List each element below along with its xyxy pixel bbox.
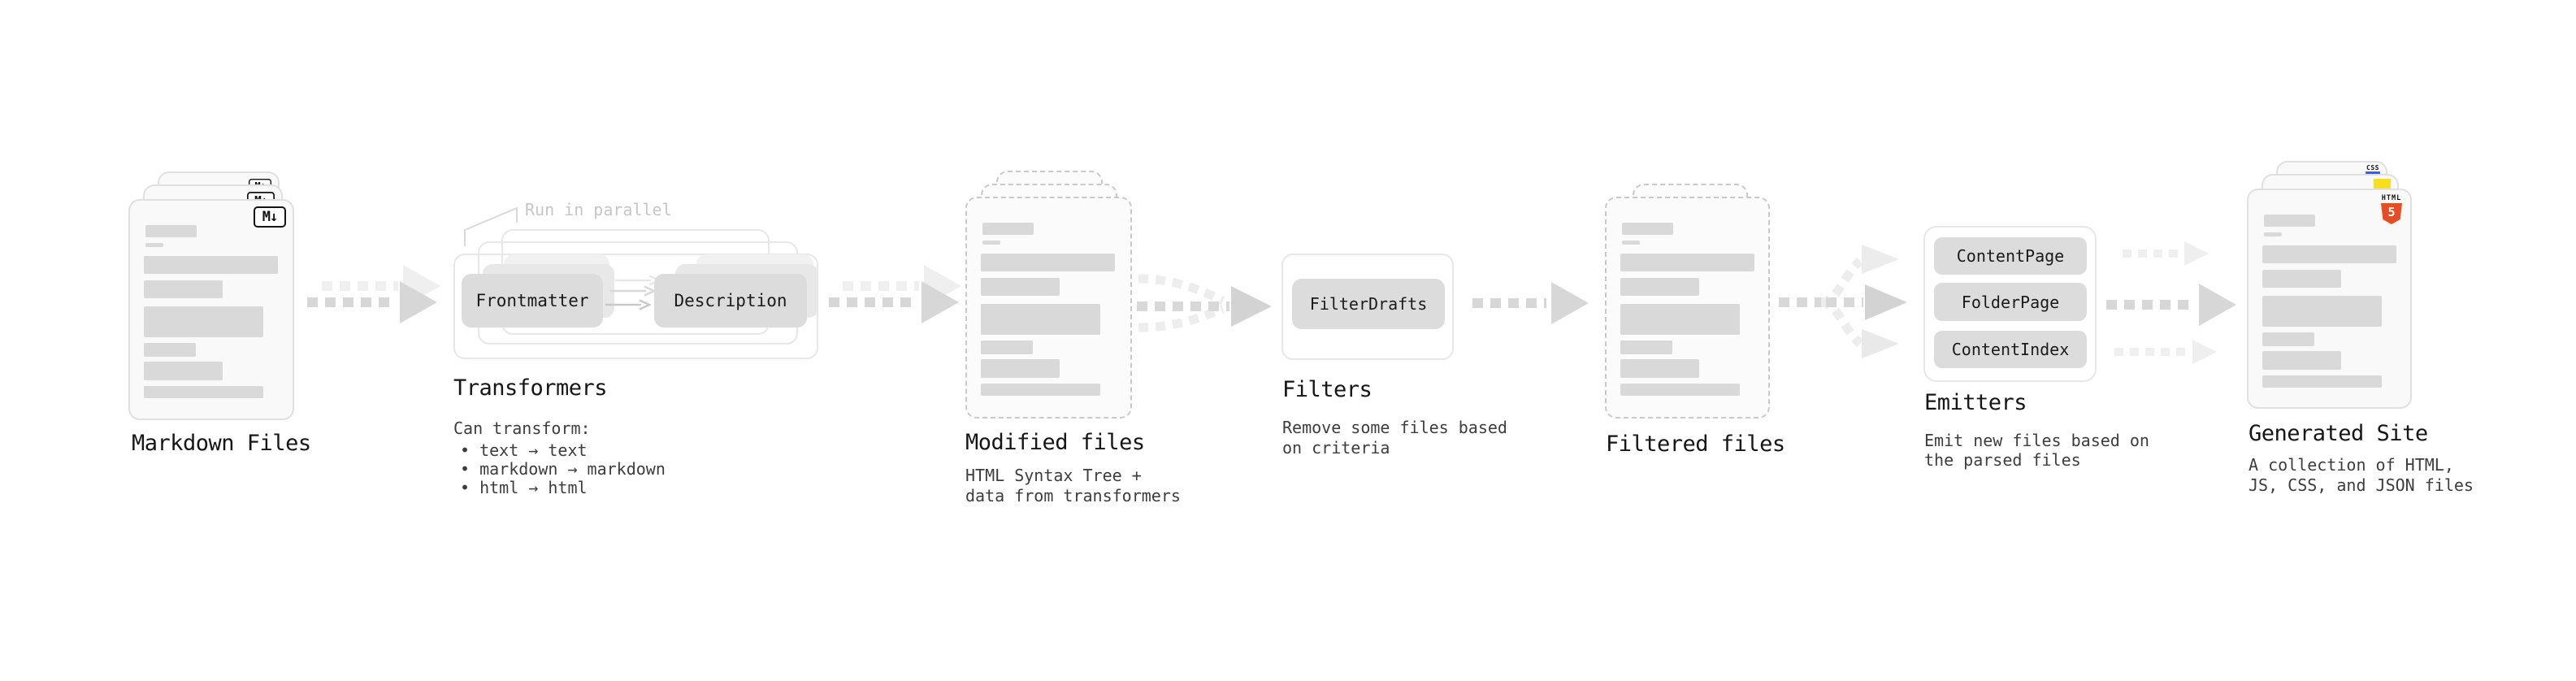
doc-line	[2264, 215, 2315, 227]
file-card-front	[1605, 197, 1770, 419]
transform-capability-item: • markdown → markdown	[460, 459, 666, 479]
doc-line	[982, 241, 1000, 245]
filters-note-line: Remove some files based	[1282, 418, 1507, 437]
contentpage-box: ContentPage	[1934, 237, 2087, 275]
run-in-parallel-callout: Run in parallel	[525, 200, 672, 219]
stage-title-modified: Modified files	[965, 430, 1145, 455]
emit-arrow-middle	[2106, 284, 2236, 326]
flow-arrow-3	[1472, 282, 1589, 324]
css-badge: CSS	[2366, 165, 2380, 175]
doc-line	[981, 384, 1100, 396]
doc-line	[2262, 245, 2396, 263]
stage-title-generated: Generated Site	[2249, 421, 2428, 446]
doc-line	[1620, 359, 1699, 378]
callout-leader-line	[464, 206, 518, 246]
transform-capability-item: • html → html	[460, 478, 588, 497]
filters-note-line: on criteria	[1282, 438, 1390, 458]
stage-title-filtered: Filtered files	[1606, 432, 1785, 457]
doc-line	[144, 280, 223, 298]
merge-arrow	[1137, 274, 1272, 332]
doc-line	[145, 225, 197, 237]
doc-line	[2264, 232, 2282, 236]
doc-line	[2262, 375, 2382, 388]
doc-line	[981, 254, 1115, 271]
emit-arrow-top	[2123, 241, 2209, 266]
js-badge	[2374, 179, 2391, 190]
doc-line	[144, 362, 223, 380]
contentindex-box: ContentIndex	[1934, 331, 2087, 368]
html5-badge: HTML 5	[2381, 195, 2402, 224]
doc-line	[1622, 241, 1640, 245]
doc-line	[2262, 351, 2341, 370]
doc-line	[144, 386, 263, 398]
folderpage-box: FolderPage	[1934, 283, 2087, 321]
doc-line	[981, 359, 1060, 378]
transform-note-heading: Can transform:	[453, 419, 591, 438]
doc-line	[1620, 384, 1740, 396]
doc-line	[1622, 223, 1673, 235]
stage-title-filters: Filters	[1282, 377, 1373, 402]
file-card-front: HTML 5	[2247, 189, 2412, 409]
doc-line	[2262, 296, 2382, 327]
doc-line	[145, 243, 163, 247]
generated-note-line: JS, CSS, and JSON files	[2249, 475, 2474, 495]
stage-title-emitters: Emitters	[1924, 390, 2027, 415]
filters-frame	[1281, 254, 1454, 360]
doc-line	[144, 343, 196, 357]
generated-note-line: A collection of HTML,	[2249, 455, 2454, 475]
flow-arrow-1	[307, 281, 437, 323]
emit-arrow-bottom	[2114, 340, 2217, 364]
doc-line	[1620, 340, 1672, 354]
file-card-front	[965, 197, 1132, 419]
emitters-note-line: the parsed files	[1924, 450, 2081, 470]
css-badge-underline	[2366, 171, 2380, 175]
stage-title-markdown: Markdown Files	[132, 431, 311, 456]
doc-line	[2262, 270, 2341, 288]
frontmatter-box: Frontmatter	[462, 274, 603, 327]
emitters-note-line: Emit new files based on	[1924, 431, 2149, 450]
modified-note-line: data from transformers	[965, 486, 1181, 505]
file-card-front: M↓	[128, 199, 294, 420]
emitters-frame	[1923, 226, 2097, 382]
flow-arrow-2	[829, 281, 959, 323]
doc-line	[982, 223, 1034, 235]
doc-line	[2262, 332, 2314, 346]
description-box: Description	[654, 274, 807, 327]
markdown-badge: M↓	[254, 206, 286, 228]
modified-note-line: HTML Syntax Tree +	[965, 466, 1142, 485]
transform-arrow-middle	[610, 285, 656, 297]
transform-capability-item: • text → text	[460, 440, 588, 460]
doc-line	[144, 306, 263, 337]
transform-arrow-bottom	[605, 299, 651, 310]
doc-line	[981, 304, 1100, 335]
filterdrafts-box: FilterDrafts	[1292, 279, 1445, 329]
doc-line	[1620, 254, 1754, 271]
doc-line	[1620, 304, 1740, 335]
split-arrow	[1779, 245, 1907, 358]
stage-title-transformers: Transformers	[453, 375, 608, 401]
doc-line	[1620, 278, 1699, 296]
doc-line	[144, 256, 278, 274]
doc-line	[981, 278, 1060, 296]
doc-line	[981, 340, 1033, 354]
html5-shield-icon: 5	[2381, 203, 2402, 224]
